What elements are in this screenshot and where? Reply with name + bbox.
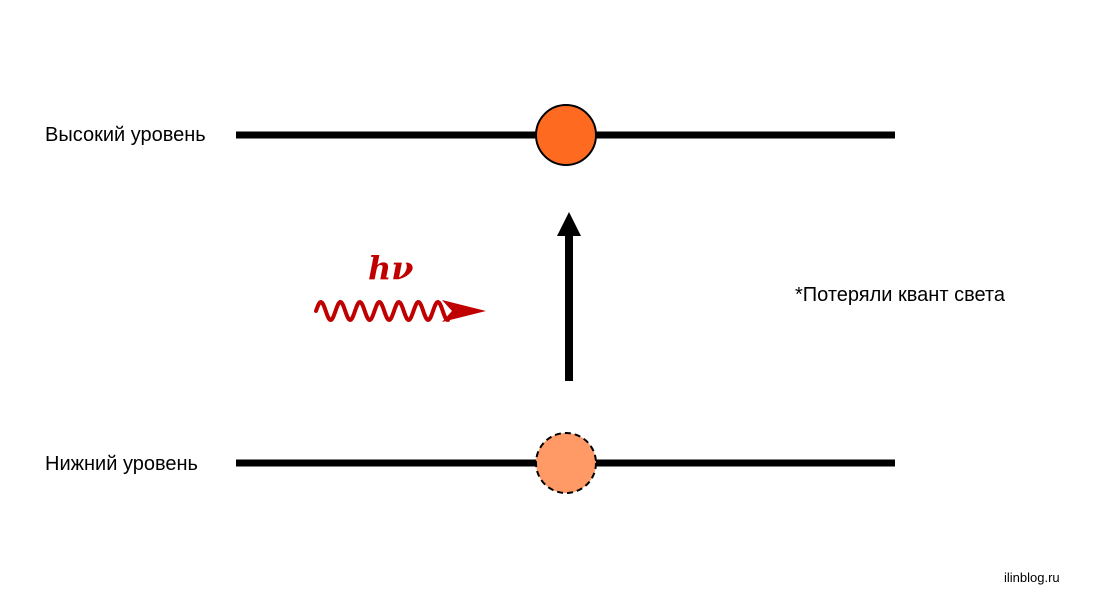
high-level-label: Высокий уровень [45, 124, 206, 146]
note-text: *Потеряли квант света [795, 284, 1005, 306]
photon-wave [314, 299, 450, 323]
electron-high [535, 104, 597, 166]
low-level-label: Нижний уровень [45, 453, 198, 475]
electron-low-ghost [535, 432, 597, 494]
transition-arrow-head [557, 212, 581, 236]
photon-energy-label: hν [368, 249, 414, 287]
photon-arrow-head [442, 300, 486, 322]
watermark: ilinblog.ru [1004, 570, 1060, 585]
